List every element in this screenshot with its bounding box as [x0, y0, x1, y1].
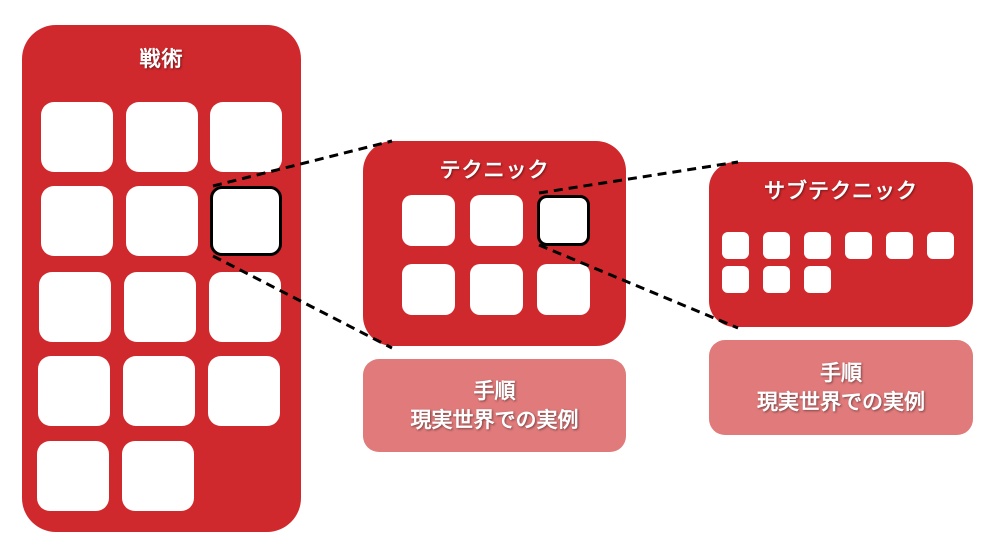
subtechnique-cell: [722, 266, 749, 293]
technique-cell: [402, 195, 455, 246]
technique-cell: [537, 264, 590, 315]
tactic-panel: 戦術: [22, 25, 301, 532]
technique-procedure-note: 手順 現実世界での実例: [363, 359, 626, 452]
subtechnique-note-line2: 現実世界での実例: [757, 389, 925, 414]
technique-panel: テクニック: [363, 141, 626, 346]
subtechnique-cell: [763, 266, 790, 293]
subtechnique-cell: [804, 266, 831, 293]
tactic-cell: [208, 356, 280, 426]
tactic-cell: [123, 356, 195, 426]
subtechnique-cell: [722, 232, 749, 259]
subtechnique-note-line1: 手順: [820, 360, 862, 385]
technique-cell: [470, 264, 523, 315]
subtechnique-cell: [763, 232, 790, 259]
tactic-cell: [122, 441, 194, 511]
subtechnique-panel: サブテクニック: [709, 162, 973, 327]
subtechnique-procedure-note: 手順 現実世界での実例: [709, 340, 973, 435]
technique-title: テクニック: [439, 158, 550, 182]
tactic-cell: [124, 272, 196, 342]
tactic-cell: [210, 102, 282, 172]
tactic-cell: [39, 272, 111, 342]
technique-note-line2: 現実世界での実例: [410, 407, 579, 432]
tactic-cell: [41, 102, 113, 172]
tactic-cell: [37, 441, 109, 511]
technique-cell: [402, 264, 455, 315]
tactic-cell: [209, 272, 281, 342]
tactic-cell: [126, 186, 198, 256]
subtechnique-cell: [845, 232, 872, 259]
tactic-title: 戦術: [139, 47, 184, 71]
subtechnique-title: サブテクニック: [764, 179, 918, 203]
technique-cell: [470, 195, 523, 246]
tactic-cell-selected: [210, 186, 282, 256]
subtechnique-cell: [804, 232, 831, 259]
subtechnique-cell: [927, 232, 954, 259]
subtechnique-cell: [886, 232, 913, 259]
tactic-cell: [126, 102, 198, 172]
technique-cell-selected: [537, 195, 590, 246]
tactic-cell: [38, 356, 110, 426]
technique-note-line1: 手順: [473, 378, 516, 403]
tactic-cell: [41, 186, 113, 256]
